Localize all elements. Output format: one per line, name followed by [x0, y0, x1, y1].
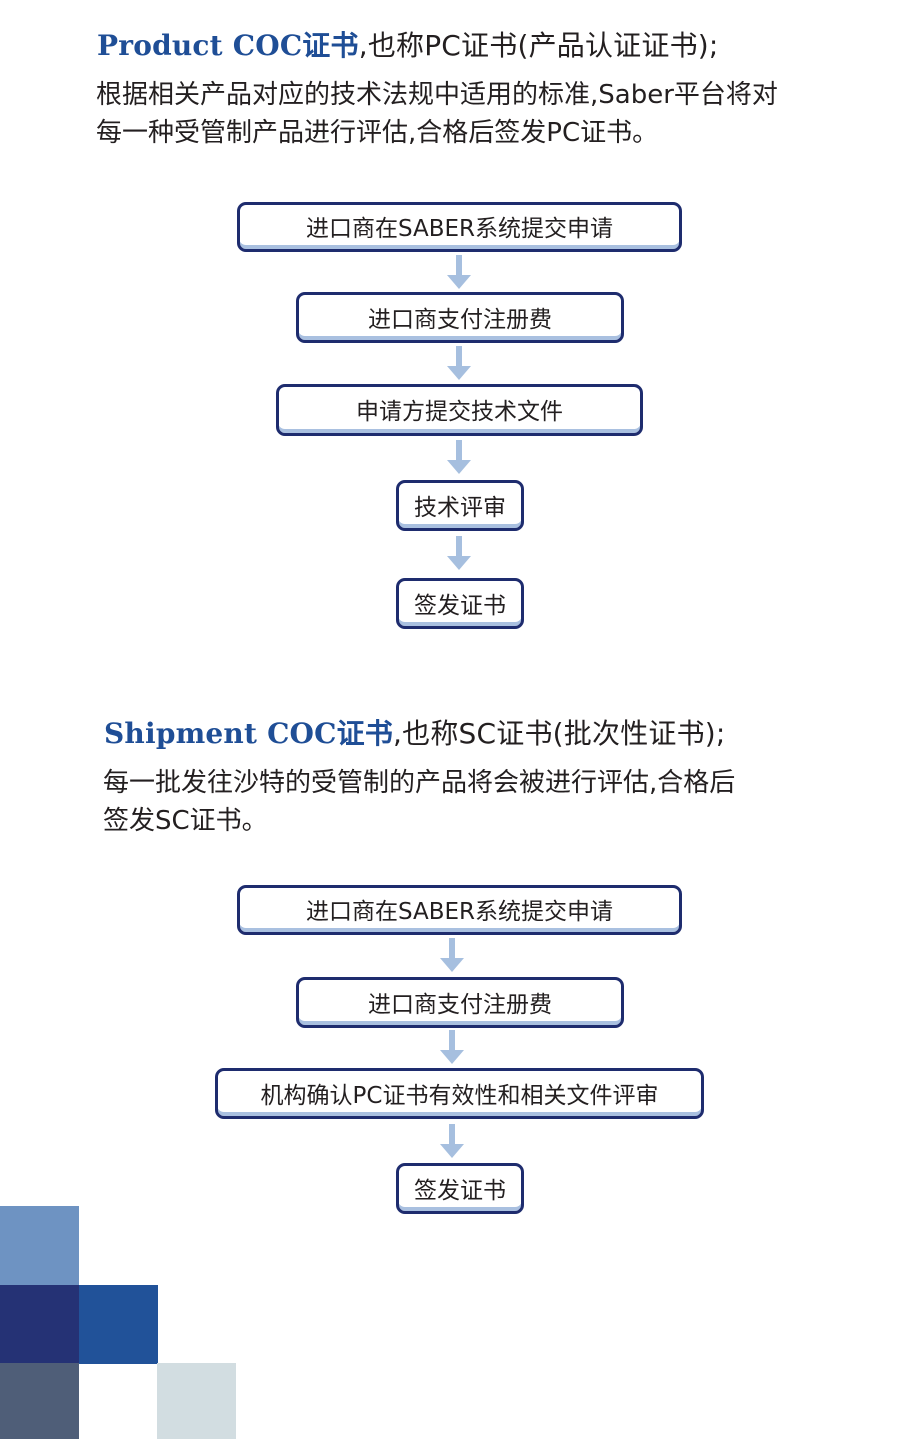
pc-heading: Product COC证书,也称PC证书(产品认证证书);	[97, 28, 719, 64]
pc-description-line: 根据相关产品对应的技术法规中适用的标准,Saber平台将对	[96, 80, 778, 110]
arrow-down-icon	[447, 346, 471, 382]
deco-square-blue	[79, 1285, 158, 1364]
sc-step-label: 进口商支付注册费	[368, 991, 552, 1018]
pc-step-submit-application: 进口商在SABER系统提交申请	[237, 202, 682, 252]
arrow-down-icon	[447, 255, 471, 291]
deco-square-navy	[0, 1285, 79, 1364]
pc-step-pay-fee: 进口商支付注册费	[296, 292, 624, 343]
pc-step-label: 申请方提交技术文件	[356, 399, 563, 425]
pc-step-label: 进口商在SABER系统提交申请	[305, 216, 614, 242]
pc-step-submit-technical-docs: 申请方提交技术文件	[276, 384, 643, 436]
arrow-down-icon	[440, 938, 464, 974]
pc-description: 根据相关产品对应的技术法规中适用的标准,Saber平台将对 每一种受管制产品进行…	[96, 76, 778, 152]
sc-step-verify-pc-and-review: 机构确认PC证书有效性和相关文件评审	[215, 1068, 704, 1119]
pc-heading-rest: ,也称PC证书(产品认证证书);	[358, 29, 719, 62]
pc-step-label: 签发证书	[414, 592, 506, 619]
sc-step-issue-certificate: 签发证书	[396, 1163, 524, 1214]
sc-heading-rest: ,也称SC证书(批次性证书);	[393, 717, 726, 750]
pc-step-issue-certificate: 签发证书	[396, 578, 524, 629]
deco-square-light-blue	[0, 1206, 79, 1285]
deco-square-slate	[0, 1363, 79, 1439]
arrow-down-icon	[447, 440, 471, 476]
pc-step-label: 技术评审	[414, 494, 506, 521]
sc-heading: Shipment COC证书,也称SC证书(批次性证书);	[104, 716, 726, 752]
sc-description: 每一批发往沙特的受管制的产品将会被进行评估,合格后 签发SC证书。	[103, 764, 735, 840]
pc-step-technical-review: 技术评审	[396, 480, 524, 531]
arrow-down-icon	[440, 1030, 464, 1066]
sc-description-line: 每一批发往沙特的受管制的产品将会被进行评估,合格后	[103, 768, 736, 798]
sc-step-label: 进口商在SABER系统提交申请	[305, 899, 614, 925]
deco-square-light-gray	[157, 1363, 236, 1439]
arrow-down-icon	[447, 536, 471, 572]
pc-step-label: 进口商支付注册费	[368, 306, 552, 333]
sc-step-pay-fee: 进口商支付注册费	[296, 977, 624, 1028]
sc-description-line: 签发SC证书。	[103, 806, 268, 836]
sc-step-label: 签发证书	[414, 1177, 506, 1204]
sc-heading-accent: Shipment COC证书	[104, 717, 394, 750]
pc-heading-accent: Product COC证书	[97, 29, 359, 62]
sc-step-label: 机构确认PC证书有效性和相关文件评审	[260, 1082, 659, 1109]
sc-step-submit-application: 进口商在SABER系统提交申请	[237, 885, 682, 935]
pc-description-line: 每一种受管制产品进行评估,合格后签发PC证书。	[96, 118, 659, 148]
arrow-down-icon	[440, 1124, 464, 1160]
